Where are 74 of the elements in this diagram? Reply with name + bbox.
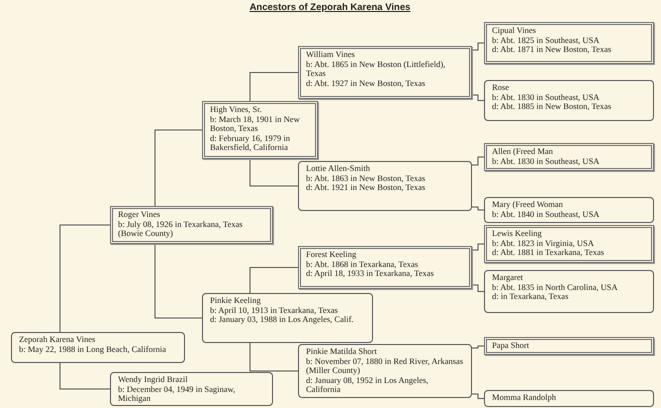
life-event-text: d: Abt. 1885 in New Boston, Texas <box>492 102 612 112</box>
connector-line <box>60 224 110 332</box>
connector-line <box>472 244 484 250</box>
person-name: Forest Keeling <box>306 250 358 260</box>
connector-line <box>250 158 298 186</box>
life-event-text: b: Abt. 1830 in Southeast, USA <box>492 156 600 166</box>
person-box <box>484 143 654 171</box>
connector-line <box>472 284 484 292</box>
person-box <box>484 390 654 407</box>
life-event-text: b: Abt. 1823 in Virginia, USA <box>492 238 595 248</box>
person-name: Lewis Keeling <box>492 229 543 238</box>
person-box <box>202 293 373 343</box>
connector-line <box>250 267 298 294</box>
person-name: Margaret <box>492 273 524 282</box>
life-event-text: b: July 08, 1926 in Texarkana, Texas (Bowie County) <box>118 220 244 238</box>
life-event-text: b: Abt. 1868 in Texarkana, Texas <box>306 260 420 269</box>
life-event-text: d: Abt. 1921 in New Boston, Texas <box>306 183 426 192</box>
life-event-text: d: February 16, 1979 in Bakersfield, California <box>210 134 292 152</box>
person-name: Cipual Vines <box>492 26 537 36</box>
person-box <box>484 22 654 64</box>
person-box <box>202 101 318 159</box>
connector-line <box>154 130 202 206</box>
person-name: Wendy Ingrid Brazil <box>118 375 189 384</box>
connector-line <box>472 346 484 348</box>
life-event-text: d: Abt. 1871 in New Boston, Texas <box>492 45 612 54</box>
connector-line <box>250 342 298 372</box>
connector-line <box>154 244 202 318</box>
life-event-text: d: Abt. 1927 in New Boston, Texas <box>306 78 426 88</box>
person-box <box>11 332 185 363</box>
person-box <box>484 197 654 223</box>
life-event-text: b: Abt. 1830 in Southeast, USA <box>492 92 600 102</box>
connector-line <box>472 42 484 50</box>
life-event-text: b: December 04, 1949 in Saginaw, Michigan <box>118 384 236 404</box>
person-box <box>484 80 654 121</box>
connector-line <box>472 94 484 101</box>
person-name: Roger Vines <box>118 210 162 220</box>
person-name: Lottie Allen-Smith <box>306 164 371 174</box>
person-box <box>484 270 654 313</box>
person-box <box>298 161 472 211</box>
connector-line <box>472 156 484 166</box>
life-event-text: d: in Texarkana, Texas <box>492 292 568 302</box>
person-name: Zeporah Karena Vines <box>19 335 96 344</box>
life-event-text: b: May 22, 1988 in Long Beach, California <box>19 344 168 354</box>
person-name: Momma Randolph <box>492 393 557 402</box>
connector-line <box>60 362 110 390</box>
person-name: Pinkie Matilda Short <box>306 347 378 356</box>
connector-line <box>472 394 484 399</box>
connector-line <box>472 206 484 210</box>
person-box <box>110 206 273 244</box>
person-name: Papa Short <box>492 341 530 350</box>
person-box <box>484 225 654 263</box>
person-name: Allen (Freed Man <box>492 147 554 156</box>
person-box <box>298 46 472 99</box>
person-name: High Vines, Sr. <box>210 105 263 114</box>
life-event-text: b: April 10, 1913 in Texarkana, Texas <box>210 306 339 315</box>
life-event-text: b: Abt. 1825 in Southeast, USA <box>492 36 600 45</box>
person-box <box>110 372 273 406</box>
connector-line <box>250 72 298 102</box>
person-name: Mary (Freed Woman <box>492 200 564 210</box>
life-event-text: b: Abt. 1840 in Southeast, USA <box>492 210 600 219</box>
life-event-text: b: November 07, 1880 in Red River, Arkansas (Miller County) <box>306 356 464 376</box>
life-event-text: b: Abt. 1863 in New Boston, Texas <box>306 174 426 183</box>
life-event-text: d: April 18, 1933 in Texarkana, Texas <box>306 269 435 278</box>
person-box <box>484 337 654 355</box>
life-event-text: b: Abt. 1835 in North Carolina, USA <box>492 282 619 292</box>
life-event-text: d: Abt. 1881 in Texarkana, Texas <box>492 248 606 258</box>
life-event-text: d: January 08, 1952 in Los Angeles, California <box>306 376 430 394</box>
person-name: William Vines <box>306 50 356 60</box>
person-name: Pinkie Keeling <box>210 296 262 306</box>
person-box <box>298 246 472 289</box>
life-event-text: d: January 03, 1988 in Los Angeles, Calif. <box>210 315 355 324</box>
person-box <box>298 344 472 398</box>
title: Ancestors of Zeporah Karena Vines <box>248 2 412 14</box>
person-name: Rose <box>492 83 510 92</box>
